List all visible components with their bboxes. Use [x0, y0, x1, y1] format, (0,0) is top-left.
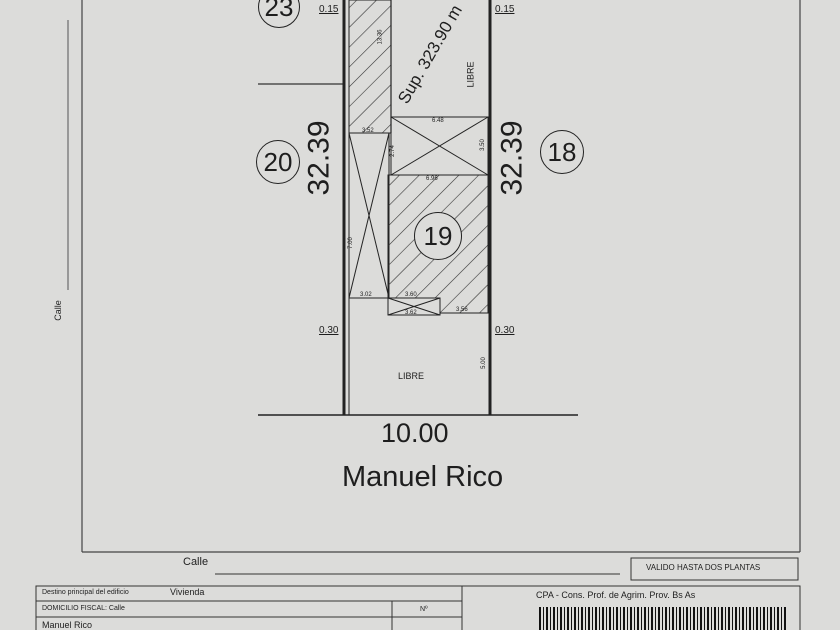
domicilio-label: DOMICILIO FISCAL: Calle: [42, 605, 125, 612]
dim-label: 7.00: [347, 237, 354, 249]
barcode: [537, 607, 787, 630]
lot-number-left: 20: [256, 140, 300, 184]
front-width-dimension: 10.00: [381, 418, 449, 448]
side-street-label: Calle: [52, 300, 63, 321]
dim-label: 3.02: [360, 292, 372, 298]
libre-bottom-label: LIBRE: [398, 371, 425, 381]
domicilio-value: Manuel Rico: [42, 620, 93, 630]
offset-top-left: 0.15: [319, 4, 339, 15]
dim-label: 13.36: [377, 29, 384, 45]
street-name: Manuel Rico: [342, 461, 504, 493]
side-right-dimension: 32.39: [495, 120, 529, 196]
offset-top-right: 0.15: [495, 4, 515, 15]
lot-number-center: 19: [414, 212, 462, 260]
dim-label: 3.56: [456, 307, 468, 313]
destino-value: Vivienda: [170, 587, 205, 597]
side-left-dimension: 32.39: [302, 120, 336, 196]
dim-label: 3.50: [479, 139, 486, 151]
cpa-label: CPA - Cons. Prof. de Agrim. Prov. Bs As: [536, 590, 696, 600]
numero-label: Nº: [420, 606, 428, 613]
lot-number-right: 18: [540, 130, 584, 174]
dim-label: 5.00: [480, 357, 487, 369]
dim-label: 3.62: [405, 310, 417, 316]
dim-label: 2.74: [389, 145, 396, 157]
destino-label: Destino principal del edificio: [42, 589, 129, 596]
dim-label: 3.52: [362, 128, 374, 134]
valid-note: VALIDO HASTA DOS PLANTAS: [646, 563, 761, 572]
offset-bottom-right: 0.30: [495, 325, 515, 336]
dim-label: 6.96: [426, 176, 438, 182]
dim-label: 6.48: [432, 118, 444, 124]
offset-bottom-left: 0.30: [319, 325, 339, 336]
dim-label: 3.60: [405, 292, 417, 298]
libre-top-label: LIBRE: [465, 61, 476, 88]
footer-calle-label: Calle: [183, 556, 209, 568]
